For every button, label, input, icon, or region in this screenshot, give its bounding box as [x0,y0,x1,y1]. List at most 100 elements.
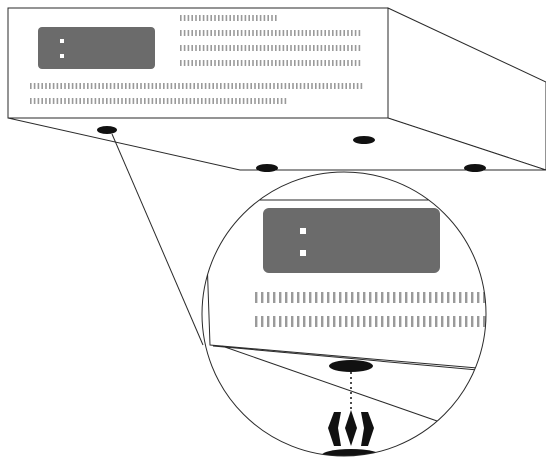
vent-slot [109,98,112,104]
vent-slot [453,316,456,327]
vent-slot [271,45,273,51]
vent-slot [37,83,40,89]
vent-slot [244,15,247,21]
vent-slot [183,30,186,36]
vent-slot [229,45,231,51]
vent-slot [185,98,188,104]
vent-slot [259,30,262,36]
vent-slot [307,83,309,89]
vent-slot [151,98,154,104]
vent-slot [182,83,184,89]
vent-slot [335,60,338,66]
vent-slot [316,45,319,51]
detail-indicator-bottom [300,250,306,256]
vent-slot [106,98,108,104]
vent-slot [411,316,414,327]
magnifier-detail [204,199,545,456]
vent-slot [309,292,312,303]
vent-slot [273,292,276,303]
vent-slot [513,316,515,327]
vent-slot [208,98,211,104]
vent-slot [227,83,230,89]
detail-foot-hole [329,360,373,372]
vent-slot [206,15,209,21]
vent-slot [242,98,245,104]
vent-slot [56,98,59,104]
front-panel [38,27,155,69]
front-panel-plate [38,27,155,69]
vent-slot [267,15,269,21]
vent-slot [256,60,258,66]
vent-slot [128,98,131,104]
vent-slot [197,98,199,104]
vent-slot [335,30,338,36]
vent-slot [358,60,361,66]
vent-slot [489,316,491,327]
vent-slot [216,98,218,104]
vent-slot [313,60,315,66]
vent-slot [244,30,247,36]
rubber-foot-front-right [464,164,486,172]
vent-slot [259,45,262,51]
vent-slot [261,316,264,327]
vent-slot [297,30,300,36]
vent-slot [214,30,216,36]
vent-slot [345,292,348,303]
vent-slot [285,316,288,327]
vent-slot [269,83,271,89]
vent-slot [187,15,190,21]
vent-slot [206,30,209,36]
vent-slot [144,98,146,104]
vent-slot [210,60,212,66]
vent-slot [170,98,173,104]
vent-slot [237,15,239,21]
vent-slot [41,83,43,89]
vent-slot [248,45,250,51]
vent-slot [321,292,324,303]
vent-slot [170,83,173,89]
vent-slot [98,83,100,89]
vent-slot [252,45,254,51]
detail-bottom-edge [212,345,486,373]
vent-slot [405,316,408,327]
vent-slot [543,292,545,303]
vent-slot [75,83,78,89]
vent-slot [189,83,192,89]
vent-slot [320,60,323,66]
vent-slot [345,316,348,327]
vent-slot [332,30,334,36]
vent-slot [290,30,292,36]
vent-slot [537,316,539,327]
vent-slot [151,83,154,89]
vent-slot [296,83,298,89]
vent-slot [68,83,70,89]
vent-slot [75,98,78,104]
vent-slot [239,83,241,89]
vent-slot [357,292,360,303]
vent-slot [441,292,444,303]
vent-slot [277,83,279,89]
vent-slot [286,30,288,36]
vent-slot [208,83,211,89]
vent-slot [318,83,321,89]
vent-slot [273,316,276,327]
vent-slot [71,98,74,104]
vent-slot [435,316,438,327]
vent-slot [45,98,47,104]
vent-slot [285,292,288,303]
vent-slot [313,45,315,51]
vent-slot [252,60,254,66]
vent-slot [263,30,266,36]
vent-slot [52,98,55,104]
vent-slot [94,98,97,104]
vent-slot [182,98,184,104]
vent-slot [237,45,239,51]
vent-slot [313,30,315,36]
vent-slot [136,83,138,89]
vent-slot [423,292,426,303]
vent-slot [343,45,345,51]
vent-slot [305,60,307,66]
vent-slot [212,83,214,89]
vent-slot [271,60,273,66]
vent-slot [267,45,269,51]
